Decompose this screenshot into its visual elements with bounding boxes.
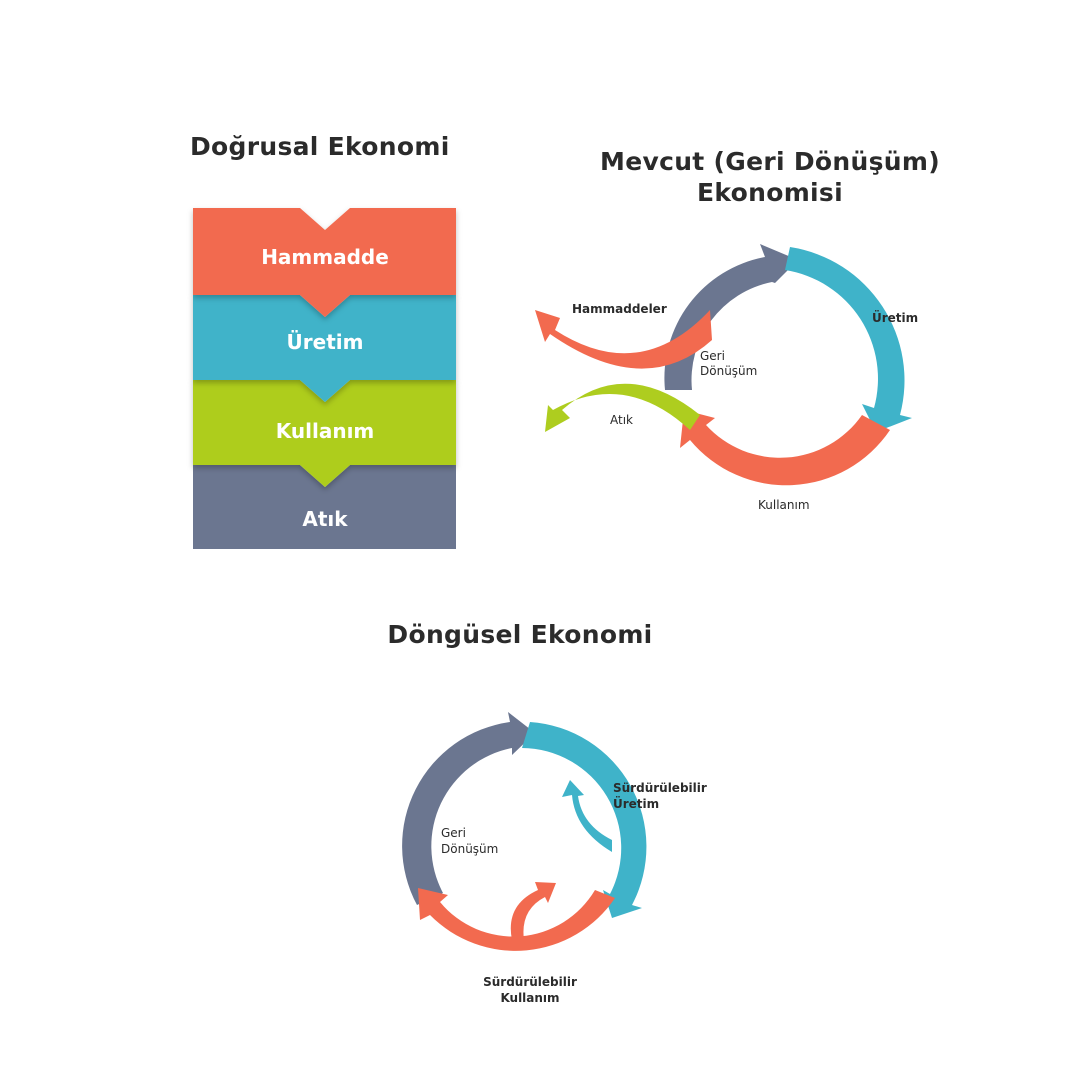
raw-material-arrow — [535, 310, 712, 369]
circular-arrow-red — [418, 888, 615, 951]
recycle-arrow-gray — [664, 244, 798, 390]
linear-economy-title: Doğrusal Ekonomi — [190, 132, 450, 161]
recycling-economy-title: Mevcut (Geri Dönüşüm) Ekonomisi — [590, 146, 950, 208]
stack-block-hammadde — [193, 208, 456, 317]
stack-block-atik — [193, 465, 456, 549]
label-atik: Atık — [610, 413, 633, 427]
waste-arrow — [545, 383, 700, 432]
stack-block-kullanim — [193, 380, 456, 487]
label-donusum: Dönüşüm — [700, 364, 757, 378]
recycle-arrow-blue — [785, 247, 912, 432]
circular-economy-title: Döngüsel Ekonomi — [387, 620, 653, 649]
circ-label-donusum: Dönüşüm — [441, 842, 498, 856]
stack-label-hammadde: Hammadde — [261, 245, 389, 269]
linear-stack: Hammadde Üretim Kullanım Atık — [193, 208, 456, 549]
inner-curl-blue — [562, 780, 612, 852]
circ-label-surd-uretim-1: Sürdürülebilir — [613, 781, 707, 795]
circular-arrow-blue — [522, 722, 647, 918]
circ-label-surd-kullanim-2: Kullanım — [500, 991, 559, 1005]
recycling-title-line2: Ekonomisi — [697, 178, 843, 207]
recycling-cycle: Hammaddeler Üretim Geri Dönüşüm Atık Kul… — [535, 244, 918, 512]
stack-block-uretim — [193, 295, 456, 402]
inner-curl-red — [510, 882, 556, 940]
stack-label-kullanim: Kullanım — [276, 419, 375, 443]
circ-label-surd-uretim-2: Üretim — [613, 796, 659, 811]
circular-cycle: Geri Dönüşüm Sürdürülebilir Üretim Sürdü… — [402, 712, 707, 1005]
label-hammaddeler: Hammaddeler — [572, 302, 667, 316]
circular-arrow-gray — [402, 712, 535, 905]
stack-label-uretim: Üretim — [287, 330, 364, 354]
label-kullanim: Kullanım — [758, 498, 810, 512]
stack-label-atik: Atık — [302, 507, 348, 531]
recycling-title-line1: Mevcut (Geri Dönüşüm) — [600, 147, 940, 176]
recycle-arrow-red — [680, 410, 890, 486]
circ-label-surd-kullanim-1: Sürdürülebilir — [483, 975, 577, 989]
circ-label-geri: Geri — [441, 826, 466, 840]
label-uretim: Üretim — [872, 310, 918, 325]
label-geri: Geri — [700, 349, 725, 363]
